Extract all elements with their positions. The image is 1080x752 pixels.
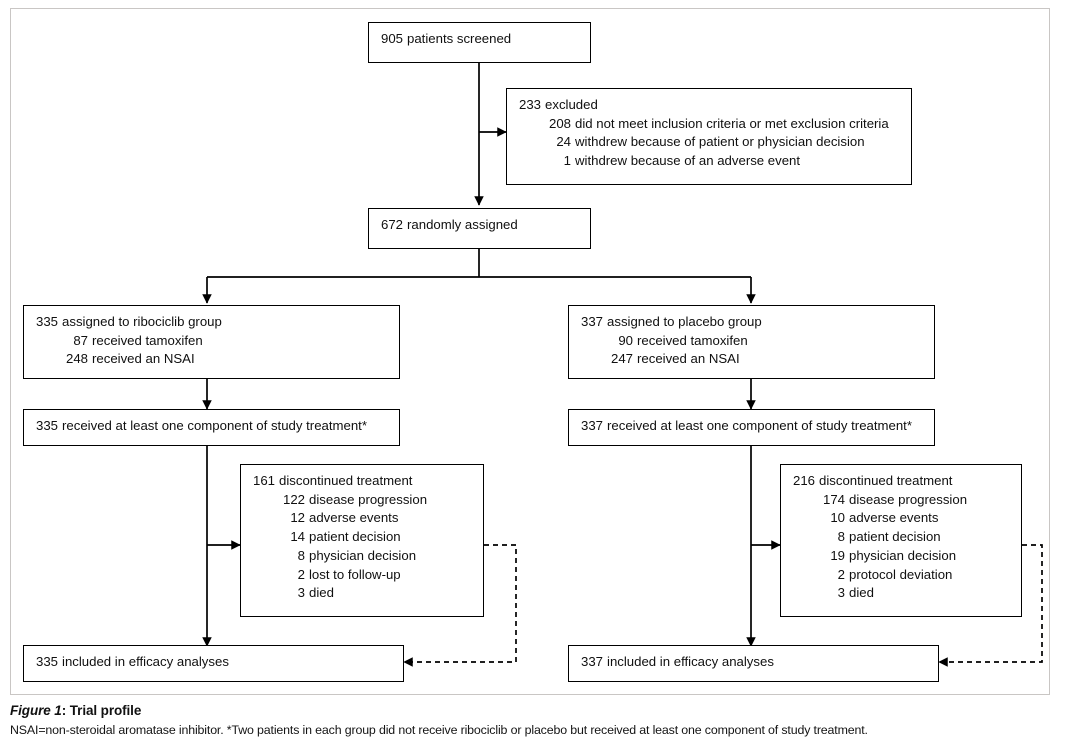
caption-body: NSAI=non-steroidal aromatase inhibitor. … [10, 723, 868, 737]
caption-title: Figure 1: Trial profile [10, 703, 1070, 718]
connector-placebo-discontinued-to-efficacy [938, 544, 1043, 667]
connector-ribociclib-discontinued-to-efficacy [403, 544, 517, 667]
caption-title-rest: : Trial profile [61, 703, 142, 718]
figure-caption: Figure 1: Trial profile NSAI=non-steroid… [10, 703, 1070, 737]
caption-figure-label: Figure 1 [10, 703, 62, 718]
